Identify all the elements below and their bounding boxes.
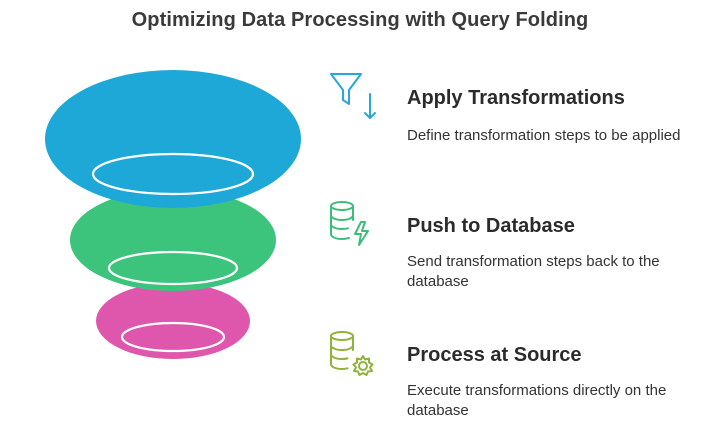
funnel-layer-green-body <box>70 189 276 291</box>
funnel-down-arrow-icon <box>330 73 376 119</box>
database-lightning-icon <box>330 201 369 246</box>
step-description-process-at-source: Execute transformations directly on the … <box>407 382 667 419</box>
funnel-diagram <box>45 70 301 359</box>
funnel-layer-apply <box>45 70 301 208</box>
funnel-layer-process <box>96 283 250 359</box>
step-title-apply-transformations: Apply Transformations <box>407 87 625 109</box>
step-description-apply-transformations: Define transformation steps to be applie… <box>407 127 681 144</box>
funnel-layer-pink-body <box>96 283 250 359</box>
step-description-push-to-database: Send transformation steps back to the da… <box>407 253 660 290</box>
funnel-layer-blue-ring <box>91 152 255 196</box>
funnel-layer-blue-body <box>45 70 301 208</box>
step-title-process-at-source: Process at Source <box>407 344 582 366</box>
funnel-layer-green-ring <box>107 250 239 286</box>
step-title-push-to-database: Push to Database <box>407 215 575 237</box>
diagram-title: Optimizing Data Processing with Query Fo… <box>131 9 589 31</box>
database-gear-icon <box>330 331 374 376</box>
funnel-layer-pink-ring <box>120 321 226 353</box>
funnel-layer-push <box>70 189 276 291</box>
